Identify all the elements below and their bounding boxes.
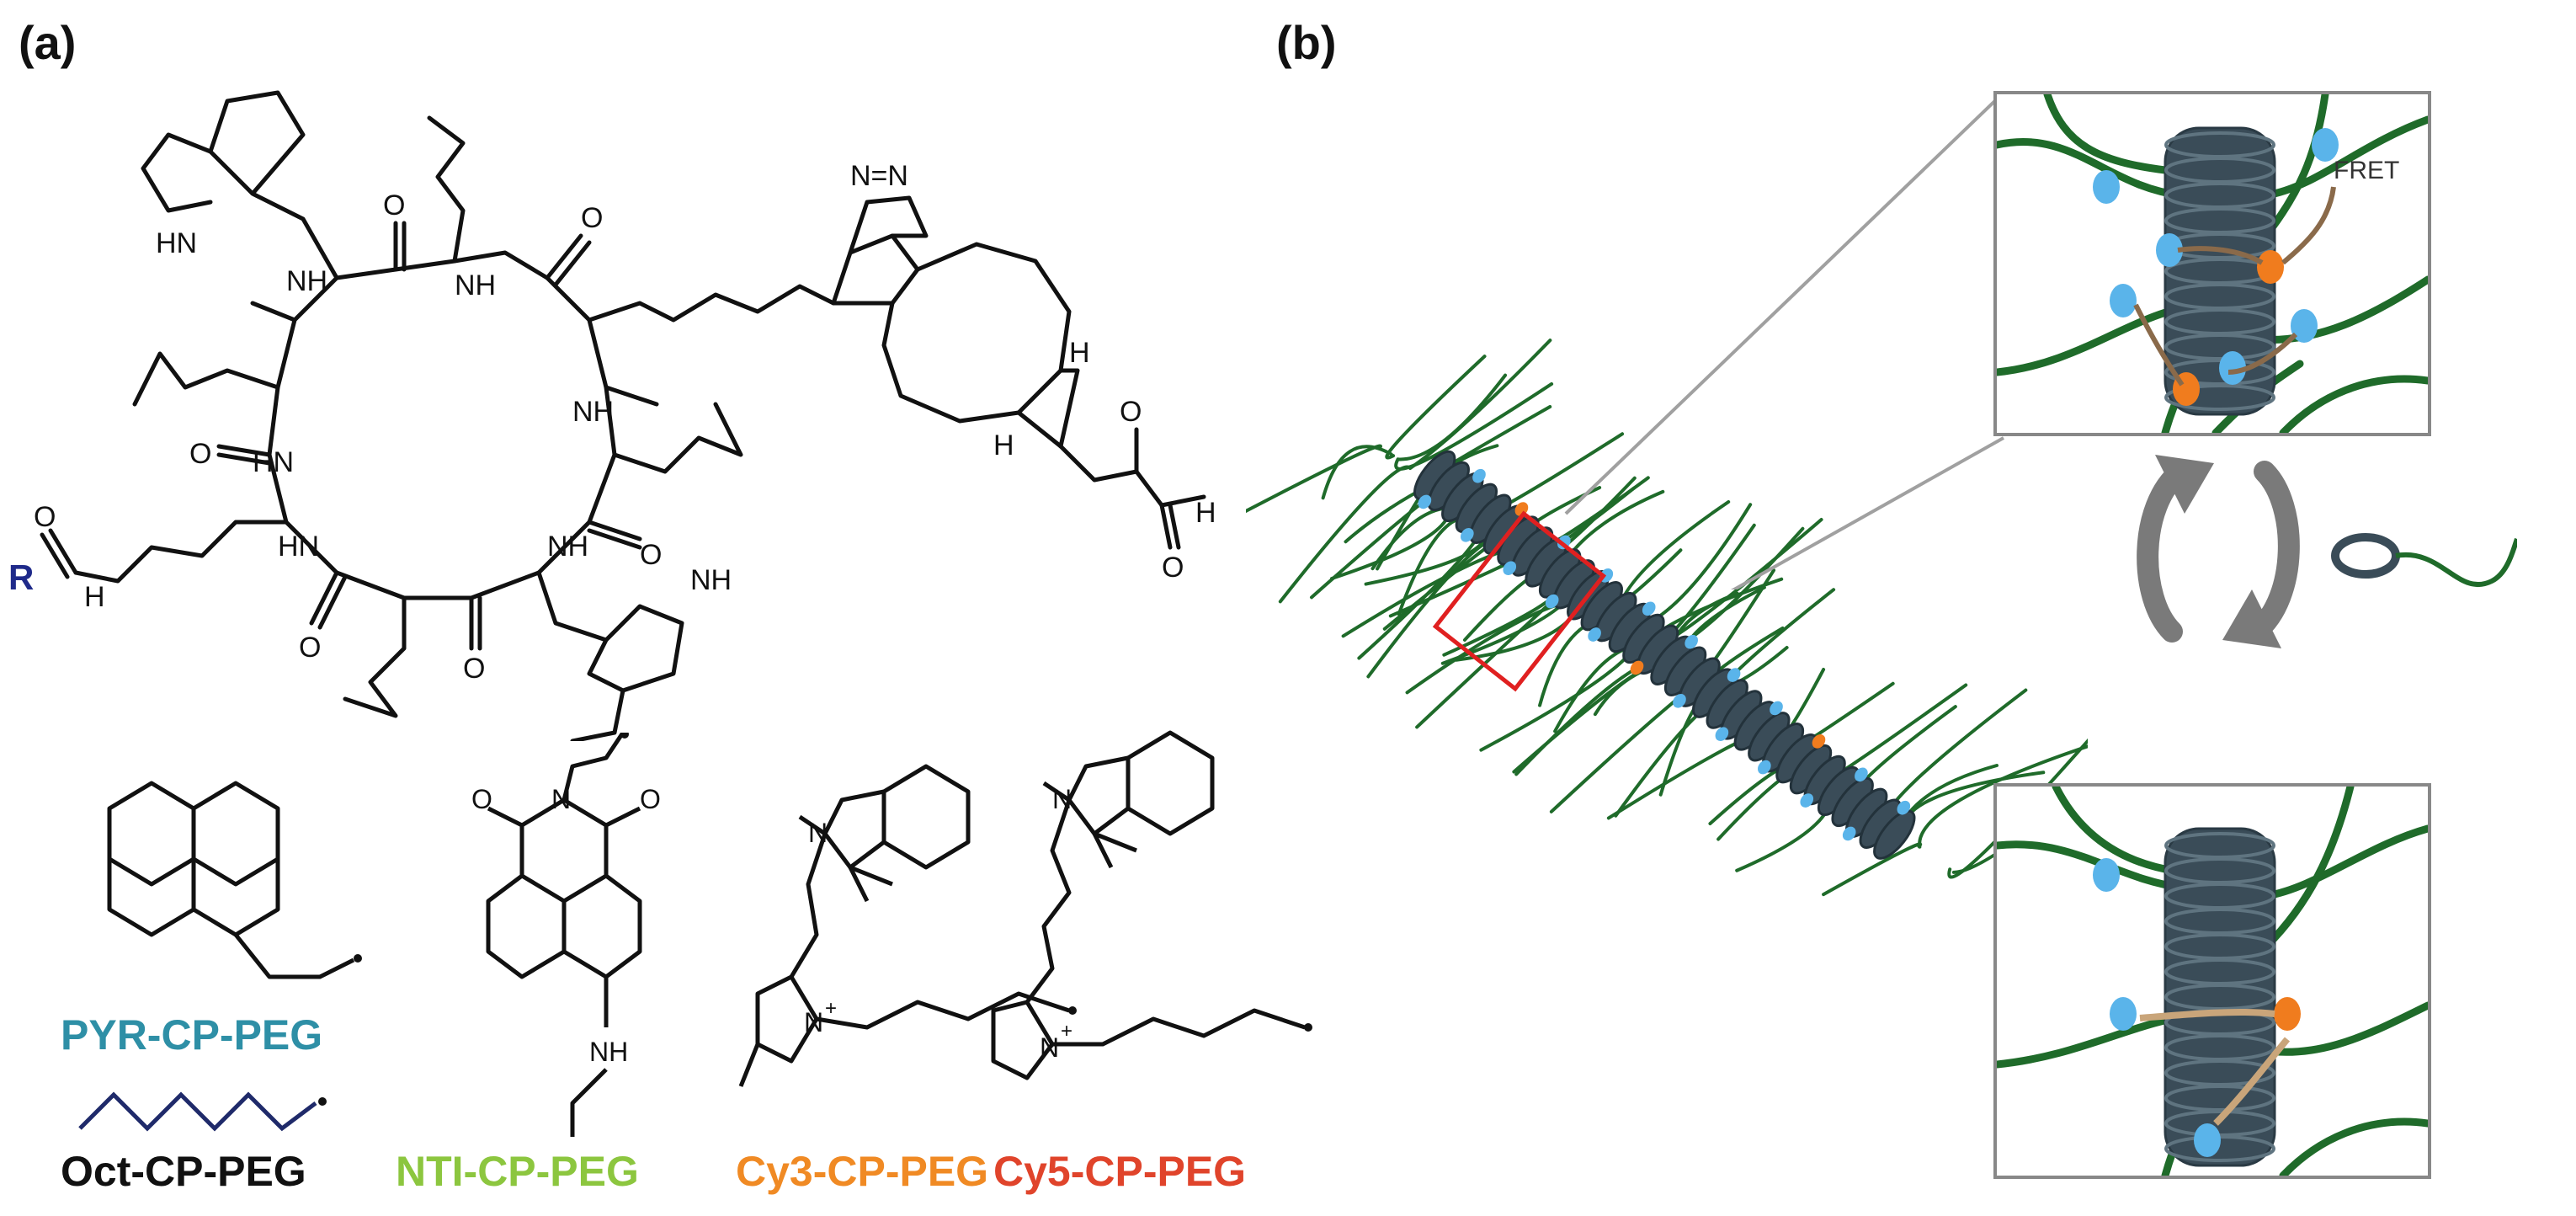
cy3-charge: +: [825, 997, 837, 1020]
atom-o-9: O: [1120, 396, 1142, 428]
nti-atom-n: N: [551, 784, 571, 814]
atom-hn-3: HN: [156, 227, 197, 259]
donor-dye: [1727, 668, 1741, 682]
r-group-label: R: [8, 557, 34, 597]
atom-h-3: H: [1195, 497, 1216, 529]
inset-bottom: [1993, 782, 2432, 1180]
nti-atom-o-2: O: [640, 784, 661, 814]
label-nti-cp-peg: NTI-CP-PEG: [396, 1148, 639, 1195]
acceptor-dye: [1630, 660, 1644, 675]
polymer-strand: [1396, 373, 1508, 461]
atom-o-5: O: [299, 632, 321, 664]
highlight-box: [1432, 510, 1607, 692]
donor-dye: [1545, 594, 1559, 609]
label-cy3-cp-peg: Cy3-CP-PEG: [736, 1148, 989, 1195]
donor-dye: [1758, 760, 1771, 775]
nanotube-ring: [1873, 809, 1916, 860]
cy3-structure: N N +: [738, 764, 1077, 1087]
inset-top-art: FRET: [1993, 90, 2432, 437]
nanotube-polymer-brush: [1246, 339, 2088, 897]
label-pyr-cp-peg: PYR-CP-PEG: [61, 1011, 323, 1059]
donor-dye: [1588, 627, 1601, 642]
atom-o-1: O: [383, 189, 405, 221]
nti-atom-o-1: O: [471, 784, 492, 814]
atom-h-2: H: [993, 429, 1014, 461]
donor-dye: [1460, 527, 1474, 542]
nti-atom-nh: NH: [589, 1037, 628, 1067]
cy5-atom-n: N: [1052, 784, 1072, 814]
polymer-strand: [1947, 738, 2088, 879]
atom-o-2: O: [581, 202, 603, 234]
atom-nh-5: NH: [690, 564, 732, 596]
nanotube-ring: [2164, 384, 2275, 411]
nti-structure: O O N NH: [471, 733, 661, 1137]
cyclic-peptide-structure: O O O O O O O O O NH NH HN NH NH HN NH H…: [8, 90, 1216, 741]
donor-dye: [1842, 826, 1856, 841]
label-oct-cp-peg: Oct-CP-PEG: [61, 1148, 306, 1195]
donor-dye: [1642, 601, 1656, 616]
cy3-atom-n-plus: N: [804, 1007, 823, 1037]
polymer-strand: [1278, 465, 1411, 604]
atom-o-6: O: [189, 438, 211, 470]
cy5-structure: N N +: [991, 730, 1312, 1080]
atom-nh-3: NH: [572, 396, 614, 428]
polymer-strand: [1918, 744, 2088, 849]
atom-h-1: H: [1069, 337, 1090, 369]
atom-nh-1: NH: [455, 269, 496, 301]
cy3-atom-n: N: [808, 818, 828, 848]
donor-dye: [1770, 701, 1783, 716]
donor-dye: [1685, 634, 1698, 649]
octyl-chain: [78, 1091, 327, 1132]
donor-dye: [1503, 561, 1517, 575]
label-cy5-cp-peg: Cy5-CP-PEG: [993, 1148, 1247, 1195]
atom-nh-4: NH: [547, 531, 588, 563]
polymer-strand: [1822, 842, 1923, 897]
donor-dye: [1673, 694, 1686, 708]
equilibrium-arrows: [2137, 455, 2517, 648]
free-ring-icon: [2331, 533, 2400, 579]
cy5-atom-n-plus: N: [1040, 1032, 1059, 1063]
atom-nh-2: NH: [286, 265, 327, 297]
atom-hn-2: HN: [278, 531, 319, 563]
cy5-charge: +: [1061, 1020, 1072, 1043]
atom-triazole: N=N: [850, 160, 908, 192]
donor-dye: [1855, 767, 1868, 782]
polymer-strand: [1321, 445, 1393, 500]
panel-a-label: (a): [19, 16, 77, 69]
zoom-connector-lines: [1564, 91, 2005, 589]
fret-label: FRET: [2334, 157, 2399, 184]
inset-top: FRET: [1993, 90, 2432, 437]
atom-o-8: O: [1162, 552, 1184, 584]
polymer-strand: [1385, 355, 1487, 460]
donor-dye: [1418, 494, 1432, 509]
polymer-strand: [1394, 381, 1554, 471]
polymer-strand: [1246, 444, 1383, 514]
donor-dye: [1472, 468, 1486, 483]
panel-b-label: (b): [1276, 16, 1337, 69]
atom-o-7: O: [34, 501, 56, 533]
atom-hn-1: HN: [253, 446, 294, 478]
inset-bottom-art: [1993, 782, 2432, 1180]
atom-o-4: O: [463, 653, 485, 685]
atom-h-amide: H: [84, 581, 105, 613]
donor-dye: [1897, 800, 1911, 815]
atom-o-3: O: [640, 539, 662, 571]
donor-dye: [1715, 727, 1729, 742]
acceptor-dye: [1812, 734, 1826, 749]
pyrene-structure: [107, 781, 362, 979]
donor-dye: [1800, 793, 1814, 808]
